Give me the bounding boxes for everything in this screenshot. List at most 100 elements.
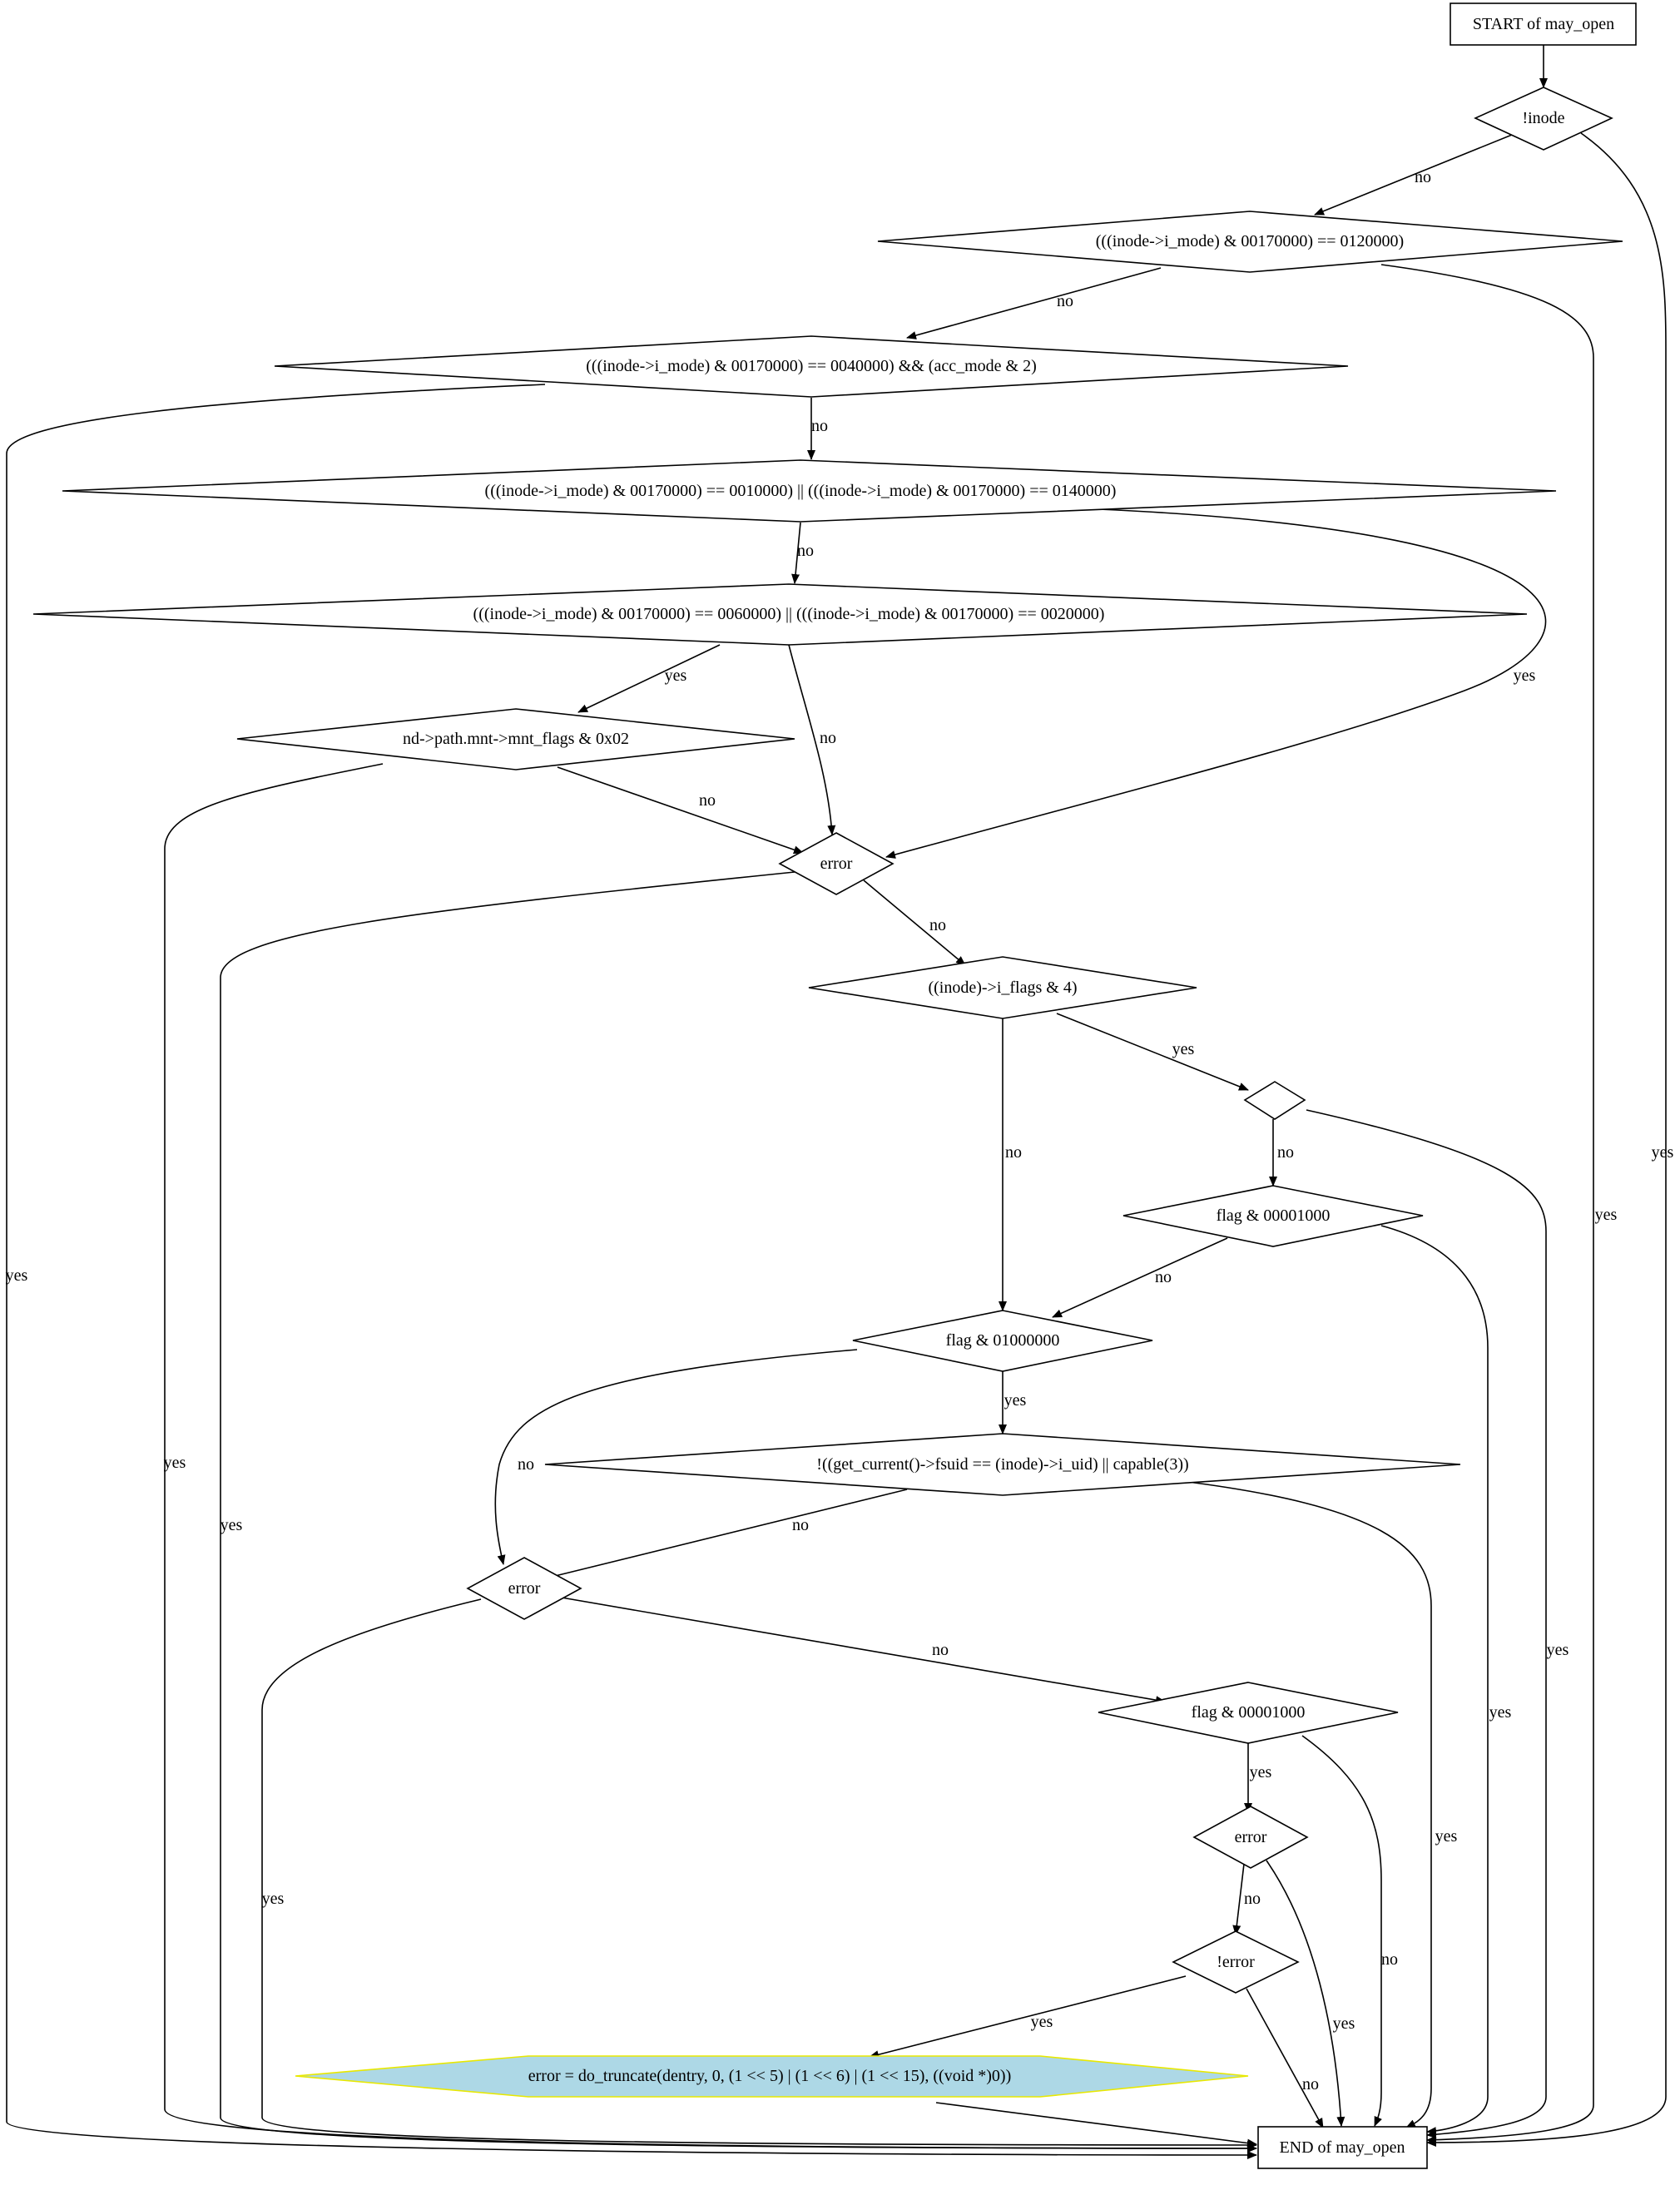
decision-flag-1-label: flag & 00001000 <box>1217 1206 1331 1225</box>
decision-dir: (((inode->i_mode) & 00170000) == 0040000… <box>274 335 1349 398</box>
decision-error-1-label: error <box>820 855 853 873</box>
decision-lnk: (((inode->i_mode) & 00170000) == 0120000… <box>877 211 1623 273</box>
edge-label-err2-yes: yes <box>262 1890 285 1908</box>
decision-error-3: error <box>1192 1806 1309 1869</box>
edge-iflags-empty <box>1056 1013 1249 1091</box>
decision-fsuid-label: !((get_current()->fsuid == (inode)->i_ui… <box>816 1455 1188 1474</box>
edge-flag2-err2 <box>494 1349 858 1565</box>
end-node-label: END of may_open <box>1279 2138 1405 2157</box>
edge-flag1-end <box>1380 1225 1489 2136</box>
edge-fifo-blk <box>791 522 801 584</box>
edge-label-dir-yes: yes <box>6 1266 28 1285</box>
edge-label-empty-yes: yes <box>1547 1641 1569 1659</box>
edge-label-err1-yes: yes <box>221 1516 243 1534</box>
decision-error-2-label: error <box>508 1579 541 1598</box>
edge-label-mnt-no: no <box>699 791 716 810</box>
edge-label-inode-yes: yes <box>1652 1143 1674 1162</box>
decision-mnt: nd->path.mnt->mnt_flags & 0x02 <box>236 708 795 770</box>
end-node: END of may_open <box>1257 2126 1428 2169</box>
edge-label-err1-no: no <box>929 916 946 934</box>
edge-trunc-end <box>935 2102 1257 2148</box>
edge-inode-lnk <box>1314 132 1517 216</box>
edge-err3-end <box>1266 1860 1345 2127</box>
edge-label-blk-yes: yes <box>665 666 687 685</box>
edge-label-fifo-yes: yes <box>1514 666 1536 685</box>
edge-label-dir-no: no <box>811 417 828 435</box>
decision-not-error-label: !error <box>1217 1953 1255 1971</box>
decision-lnk-label: (((inode->i_mode) & 00170000) == 0120000… <box>1096 232 1404 250</box>
edge-blk-mnt <box>577 644 721 713</box>
edge-label-fsuid-no: no <box>792 1516 809 1534</box>
edge-label-iflags-no: no <box>1005 1143 1022 1162</box>
decision-error-1: error <box>778 832 895 895</box>
edge-label-inode-no: no <box>1415 168 1431 186</box>
edge-label-flag2-yes: yes <box>1004 1391 1027 1410</box>
edge-flag1-flag2 <box>1052 1237 1228 1318</box>
edge-inode-end <box>1426 132 1667 2147</box>
decision-flag-2-label: flag & 01000000 <box>946 1331 1060 1350</box>
edge-label-err3-yes: yes <box>1333 2014 1355 2033</box>
edge-label-noterr-yes: yes <box>1031 2013 1053 2031</box>
edge-err2-end <box>261 1598 1257 2149</box>
edge-err2-flag3 <box>561 1597 1166 1705</box>
decision-blk-label: (((inode->i_mode) & 00170000) == 0060000… <box>473 605 1105 623</box>
decision-dir-label: (((inode->i_mode) & 00170000) == 0040000… <box>586 357 1037 375</box>
decision-iflags: ((inode)->i_flags & 4) <box>808 956 1197 1019</box>
decision-iflags-label: ((inode)->i_flags & 4) <box>928 979 1077 997</box>
process-truncate: error = do_truncate(dentry, 0, (1 << 5) … <box>295 2055 1249 2098</box>
edge-label-lnk-yes: yes <box>1595 1206 1618 1224</box>
start-node-label: START of may_open <box>1473 15 1614 33</box>
decision-flag-1: flag & 00001000 <box>1122 1185 1424 1247</box>
decision-not-error: !error <box>1172 1930 1300 1994</box>
edge-err3-noterr <box>1232 1863 1245 1935</box>
decision-flag-3: flag & 00001000 <box>1098 1682 1399 1744</box>
edge-label-err3-no: no <box>1244 1890 1261 1908</box>
edge-label-flag3-yes: yes <box>1250 1763 1272 1781</box>
start-node: START of may_open <box>1450 2 1637 46</box>
edge-label-empty-no: no <box>1277 1143 1294 1162</box>
edge-flag3-end <box>1301 1735 1382 2127</box>
edge-label-blk-no: no <box>820 729 836 747</box>
decision-fifo: (((inode->i_mode) & 00170000) == 0010000… <box>62 459 1557 523</box>
edge-mnt-err1 <box>557 766 804 855</box>
edge-labels: no yes no yes no yes no yes yes no no ye… <box>6 168 1674 2093</box>
edge-lnk-dir <box>906 267 1162 339</box>
process-truncate-label: error = do_truncate(dentry, 0, (1 << 5) … <box>528 2067 1012 2085</box>
edge-label-iflags-yes: yes <box>1172 1040 1195 1058</box>
edge-err1-iflags <box>863 879 966 966</box>
decision-inode: !inode <box>1474 87 1613 151</box>
decision-inode-label: !inode <box>1522 109 1564 127</box>
edge-label-err2-no: no <box>932 1641 949 1659</box>
edge-label-fsuid-yes: yes <box>1435 1827 1458 1846</box>
decision-blk: (((inode->i_mode) & 00170000) == 0060000… <box>32 583 1528 646</box>
edge-empty-end <box>1306 1109 1547 2139</box>
decision-mnt-label: nd->path.mnt->mnt_flags & 0x02 <box>403 730 629 748</box>
decision-error-3-label: error <box>1235 1828 1267 1846</box>
edge-label-flag3-no: no <box>1381 1950 1398 1969</box>
decision-empty <box>1243 1081 1306 1120</box>
decision-fsuid: !((get_current()->fsuid == (inode)->i_ui… <box>544 1433 1461 1496</box>
edge-label-flag1-no: no <box>1155 1268 1172 1286</box>
edge-fsuid-end <box>1181 1480 1432 2128</box>
edge-dir-end <box>6 384 1257 2159</box>
edge-lnk-end <box>1380 264 1594 2144</box>
edges <box>6 45 1667 2159</box>
edge-label-noterr-no: no <box>1302 2075 1319 2093</box>
decision-flag-2: flag & 01000000 <box>852 1310 1153 1372</box>
edge-fsuid-err2 <box>544 1489 908 1581</box>
edge-noterr-end <box>1246 1988 1324 2128</box>
decision-fifo-label: (((inode->i_mode) & 00170000) == 0010000… <box>485 482 1117 500</box>
decision-flag-3-label: flag & 00001000 <box>1192 1703 1306 1722</box>
edge-err1-end <box>220 871 1257 2153</box>
edge-fifo-err1 <box>885 508 1547 859</box>
nodes: START of may_open !inode (((inode->i_mod… <box>32 2 1637 2169</box>
decision-error-2: error <box>466 1557 582 1620</box>
edge-label-mnt-yes: yes <box>164 1454 186 1472</box>
edge-blk-err1 <box>788 644 836 835</box>
edge-label-lnk-no: no <box>1057 292 1073 310</box>
edge-label-flag1-yes: yes <box>1489 1703 1512 1722</box>
edge-label-fifo-no: no <box>797 542 814 560</box>
edge-noterr-trunc <box>869 1975 1187 2059</box>
